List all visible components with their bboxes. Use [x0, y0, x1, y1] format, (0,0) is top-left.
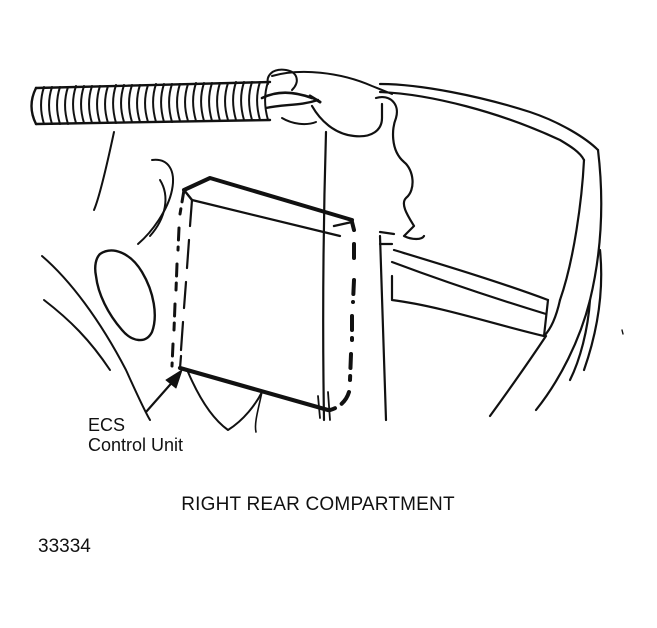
pillar-edge-right [378, 234, 388, 422]
figure-number: 33334 [38, 536, 91, 557]
upper-panel-edge [271, 70, 393, 95]
inner-panel-contours [41, 131, 174, 421]
figure-caption: RIGHT REAR COMPARTMENT [181, 494, 455, 515]
lower-panel-edge [187, 371, 263, 431]
stray-mark [621, 329, 624, 335]
access-hole [94, 249, 156, 342]
callout-label-line-2: Control Unit [88, 435, 184, 455]
pillar-edge-left [322, 130, 328, 422]
pillar-trim [310, 96, 426, 246]
callout-label-line-1: ECS [88, 415, 126, 435]
ecs-control-unit [170, 176, 356, 413]
callout-arrow [144, 369, 183, 414]
wiring-harness-conduit [30, 68, 322, 126]
quarter-window [378, 82, 603, 418]
